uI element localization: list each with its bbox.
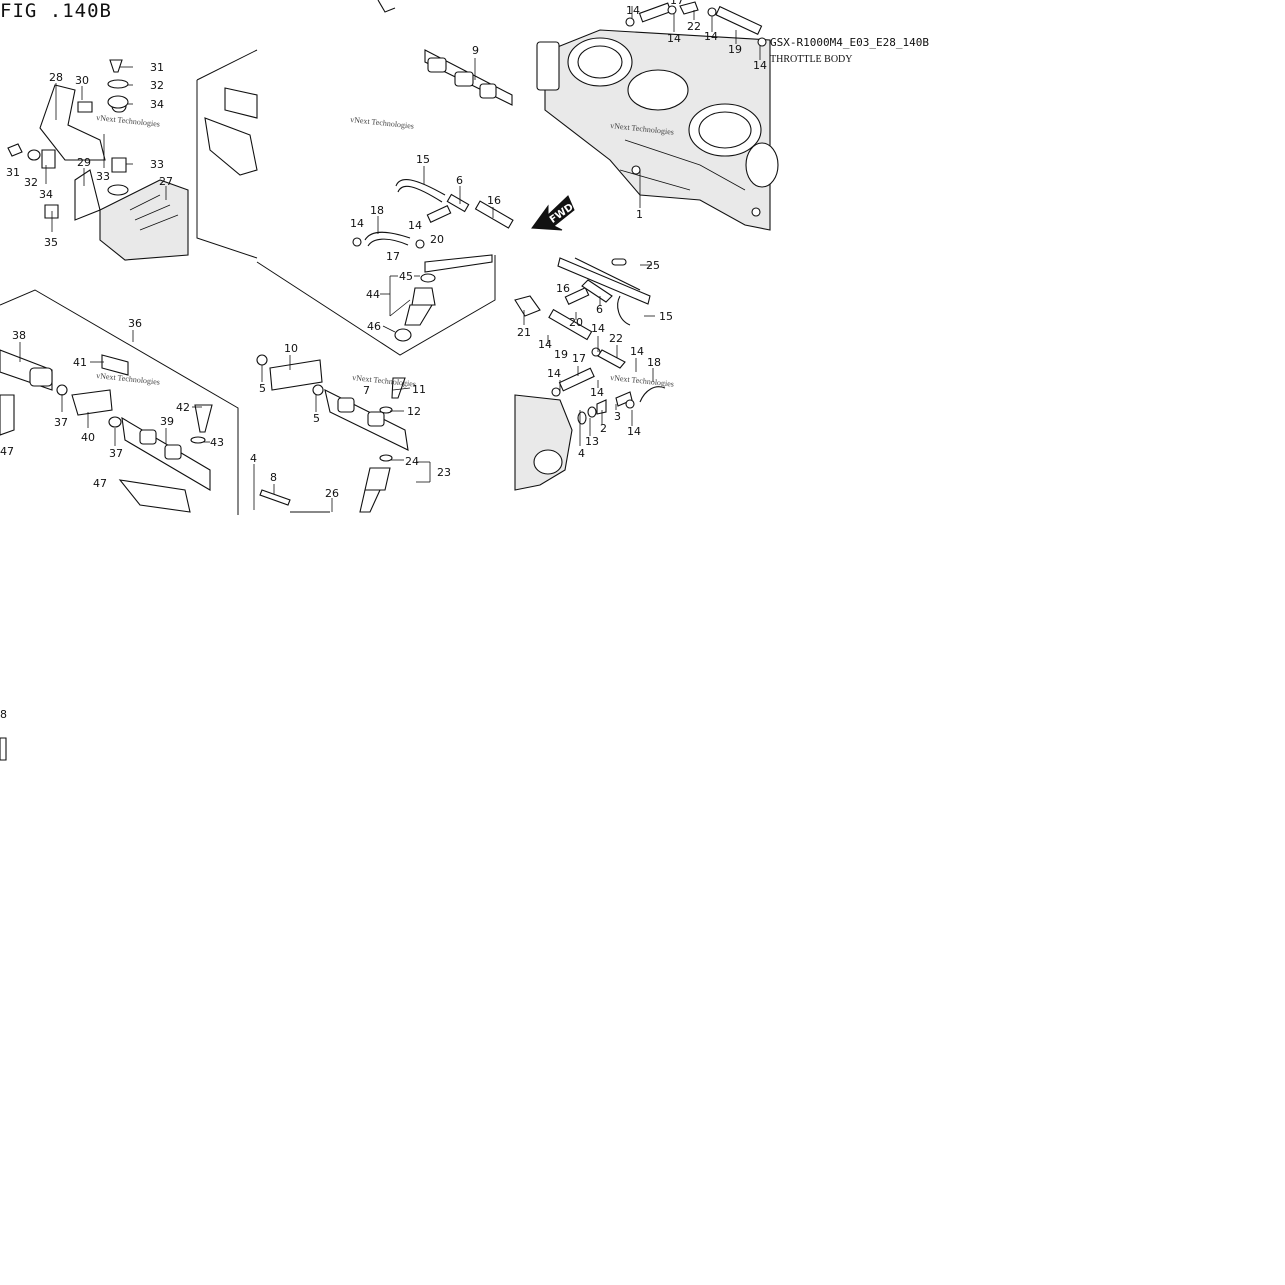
callout-34a: 34 <box>150 98 164 111</box>
callout-27: 27 <box>159 175 173 188</box>
fuel-rail-lower-left <box>0 349 213 513</box>
throttle-body-assembly <box>536 29 779 231</box>
leader-lines <box>19 6 761 512</box>
callout-21: 21 <box>517 326 531 339</box>
callout-42: 42 <box>176 401 190 414</box>
edge-fragment <box>0 737 7 761</box>
callout-labels: 1 2 3 4 4 5 5 6 6 7 8 8 9 10 11 12 13 14… <box>0 0 767 721</box>
callout-47a: 47 <box>0 445 14 458</box>
callout-47b: 47 <box>93 477 107 490</box>
callout-19b: 19 <box>554 348 568 361</box>
callout-14k: 14 <box>630 345 644 358</box>
callout-22b: 22 <box>609 332 623 345</box>
callout-18b: 18 <box>647 356 661 369</box>
callout-32b: 32 <box>24 176 38 189</box>
callout-35: 35 <box>44 236 58 249</box>
callout-6a: 6 <box>456 174 463 187</box>
callout-3: 3 <box>614 410 621 423</box>
callout-14a: 14 <box>626 4 640 17</box>
callout-14j: 14 <box>590 386 604 399</box>
callout-26: 26 <box>325 487 339 500</box>
watermark-1: vNext Technologies <box>96 113 161 129</box>
callout-20b: 20 <box>569 316 583 329</box>
callout-33b: 33 <box>150 158 164 171</box>
callout-46: 46 <box>367 320 381 333</box>
callout-17c: 17 <box>572 352 586 365</box>
callout-24: 24 <box>405 455 419 468</box>
callout-31b: 31 <box>6 166 20 179</box>
callout-45: 45 <box>399 270 413 283</box>
callout-30: 30 <box>75 74 89 87</box>
callout-20a: 20 <box>430 233 444 246</box>
callout-36: 36 <box>128 317 142 330</box>
callout-13: 13 <box>585 435 599 448</box>
callout-44: 44 <box>366 288 380 301</box>
callout-8a: 8 <box>270 471 277 484</box>
callout-15a: 15 <box>416 153 430 166</box>
callout-10: 10 <box>284 342 298 355</box>
callout-34b: 34 <box>39 188 53 201</box>
callout-14h: 14 <box>538 338 552 351</box>
callout-16b: 16 <box>556 282 570 295</box>
callout-17a: 17 <box>670 0 684 7</box>
callout-37b: 37 <box>109 447 123 460</box>
watermark-4: vNext Technologies <box>96 371 161 387</box>
callout-41: 41 <box>73 356 87 369</box>
injector-upper <box>394 254 493 342</box>
callout-40: 40 <box>81 431 95 444</box>
callout-9: 9 <box>472 44 479 57</box>
fuel-rail-lower-middle <box>256 354 409 513</box>
watermark-5: vNext Technologies <box>352 373 417 389</box>
callout-8b: 8 <box>0 708 7 721</box>
hose-set-middle <box>352 178 514 249</box>
callout-14i: 14 <box>547 367 561 380</box>
callout-19a: 19 <box>728 43 742 56</box>
group-frame-lines <box>0 49 496 515</box>
callout-37a: 37 <box>54 416 68 429</box>
callout-23: 23 <box>437 466 451 479</box>
figure-title: FIG .140B <box>0 0 112 22</box>
callout-39: 39 <box>160 415 174 428</box>
callout-11: 11 <box>412 383 426 396</box>
callout-28: 28 <box>49 71 63 84</box>
cover-parts-left <box>204 87 258 176</box>
fuel-rail-upper <box>377 0 513 106</box>
callout-25: 25 <box>646 259 660 272</box>
watermark-6: vNext Technologies <box>610 373 675 389</box>
callout-14c: 14 <box>704 30 718 43</box>
throttle-parts-lower-right <box>514 257 666 491</box>
callout-14b: 14 <box>667 32 681 45</box>
callout-32a: 32 <box>150 79 164 92</box>
callout-18a: 18 <box>370 204 384 217</box>
callout-14g: 14 <box>591 322 605 335</box>
section-title: THROTTLE BODY <box>770 54 853 65</box>
callout-7: 7 <box>363 384 370 397</box>
callout-43: 43 <box>210 436 224 449</box>
callout-15b: 15 <box>659 310 673 323</box>
callout-14f: 14 <box>408 219 422 232</box>
callout-14l: 14 <box>627 425 641 438</box>
callout-29: 29 <box>77 156 91 169</box>
callout-38: 38 <box>12 329 26 342</box>
callout-1: 1 <box>636 208 643 221</box>
callout-5b: 5 <box>313 412 320 425</box>
callout-31a: 31 <box>150 61 164 74</box>
callout-14d: 14 <box>753 59 767 72</box>
callout-5a: 5 <box>259 382 266 395</box>
callout-6b: 6 <box>596 303 603 316</box>
callout-22a: 22 <box>687 20 701 33</box>
callout-4b: 4 <box>250 452 257 465</box>
callout-17b: 17 <box>386 250 400 263</box>
callout-14e: 14 <box>350 217 364 230</box>
fwd-direction-arrow: FWD <box>531 195 576 231</box>
model-code: GSX-R1000M4_E03_E28_140B <box>770 36 929 49</box>
callout-16a: 16 <box>487 194 501 207</box>
callout-4a: 4 <box>578 447 585 460</box>
callout-12: 12 <box>407 405 421 418</box>
callout-33a: 33 <box>96 170 110 183</box>
watermark-2: vNext Technologies <box>350 115 415 131</box>
callout-2: 2 <box>600 422 607 435</box>
